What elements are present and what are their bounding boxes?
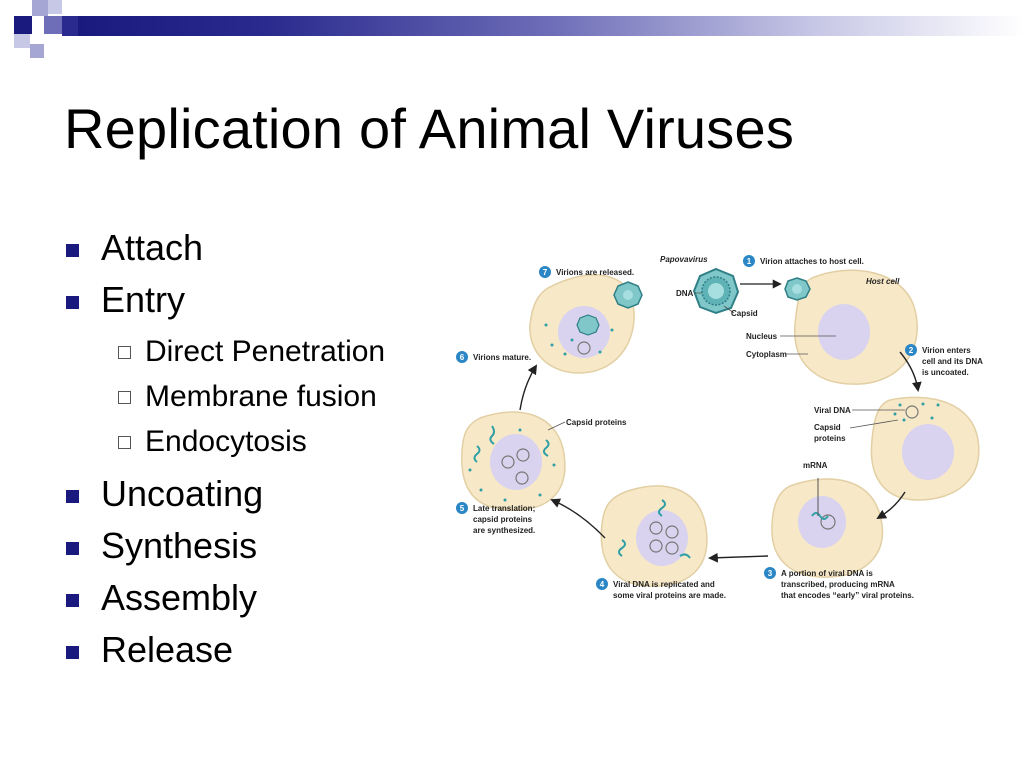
step-badge-icon — [596, 578, 608, 590]
bullet-label: Uncoating — [101, 473, 264, 514]
step-caption: Viral DNA is replicated and — [613, 580, 715, 589]
svg-text:7: 7 — [543, 268, 548, 277]
step-caption: is uncoated. — [922, 368, 969, 377]
step-caption: Virion attaches to host cell. — [760, 257, 864, 266]
hollow-square-icon — [118, 391, 131, 404]
arrow — [708, 552, 769, 563]
sub-bullet-label: Membrane fusion — [145, 380, 377, 413]
mrna-label: mRNA — [803, 461, 828, 470]
bullet-item: Synthesis — [66, 524, 385, 576]
cytoplasm-label: Cytoplasm — [746, 350, 787, 359]
step-7: 7 Virions are released. — [539, 266, 634, 278]
step-caption: transcribed, producing mRNA — [781, 580, 895, 589]
step-caption: capsid proteins — [473, 515, 533, 524]
sub-bullet-item: Endocytosis — [66, 420, 385, 472]
arrow — [876, 491, 906, 519]
capsid-proteins-label: Capsid proteins — [566, 418, 627, 427]
host-cell-5 — [461, 411, 566, 511]
bullet-square-icon — [66, 296, 79, 309]
sub-bullet-label: Direct Penetration — [145, 335, 386, 368]
header-square-light — [30, 44, 44, 58]
bullet-square-icon — [66, 594, 79, 607]
svg-text:5: 5 — [460, 504, 465, 513]
header-square-dark — [62, 16, 78, 36]
svg-text:2: 2 — [909, 346, 914, 355]
header-square-light — [14, 34, 30, 48]
hollow-square-icon — [118, 436, 131, 449]
capsid-label: Capsid — [731, 309, 758, 318]
bullet-square-icon — [66, 244, 79, 257]
step-caption: some viral proteins are made. — [613, 591, 726, 600]
bullet-list: Attach Entry Direct Penetration Membrane… — [66, 226, 385, 680]
arrow — [519, 364, 538, 411]
step-3: 3 A portion of viral DNA is transcribed,… — [764, 567, 914, 600]
sub-bullet-item: Direct Penetration — [66, 330, 385, 375]
bullet-label: Release — [101, 629, 234, 670]
sub-bullet-item: Membrane fusion — [66, 375, 385, 420]
bullet-label: Attach — [101, 227, 204, 268]
bullet-square-icon — [66, 490, 79, 503]
step-caption: are synthesized. — [473, 526, 535, 535]
step-caption: Virions mature. — [473, 353, 531, 362]
virus-name-label: Papovavirus — [660, 255, 708, 264]
header-square-light — [32, 0, 48, 16]
step-caption: Virions are released. — [556, 268, 634, 277]
arrow — [899, 351, 922, 392]
host-cell-label: Host cell — [866, 277, 900, 286]
bullet-item: Uncoating — [66, 472, 385, 524]
step-caption: A portion of viral DNA is — [781, 569, 873, 578]
slide-title: Replication of Animal Viruses — [64, 97, 795, 160]
hollow-square-icon — [118, 346, 131, 359]
step-caption: that encodes “early” viral proteins. — [781, 591, 914, 600]
step-caption: Late translation; — [473, 504, 535, 513]
step-badge-icon — [764, 567, 776, 579]
bullet-label: Entry — [101, 279, 186, 320]
bullet-square-icon — [66, 646, 79, 659]
step-caption: cell and its DNA — [922, 357, 983, 366]
bullet-item: Release — [66, 628, 385, 680]
nucleus-label: Nucleus — [746, 332, 778, 341]
dna-label: DNA — [676, 289, 694, 298]
bullet-item: Entry — [66, 278, 385, 330]
host-cell-3 — [771, 478, 884, 578]
step-badge-icon — [456, 502, 468, 514]
bullet-item: Assembly — [66, 576, 385, 628]
step-badge-icon — [539, 266, 551, 278]
virion-attached-icon — [784, 277, 811, 301]
host-cell-1 — [794, 269, 918, 385]
step-badge-icon — [905, 344, 917, 356]
bullet-label: Assembly — [101, 577, 258, 618]
released-virion-icon — [613, 281, 643, 309]
bullet-label: Synthesis — [101, 525, 258, 566]
sub-bullet-label: Endocytosis — [145, 425, 307, 458]
svg-text:1: 1 — [747, 257, 752, 266]
papovavirus-icon — [692, 267, 740, 315]
viral-dna-label: Viral DNA — [814, 406, 851, 415]
host-cell-6 — [529, 274, 635, 374]
header-gradient-bar — [78, 16, 1024, 36]
step-badge-icon — [456, 351, 468, 363]
step-6: 6 Virions mature. — [456, 351, 531, 363]
step-caption: Virion enters — [922, 346, 971, 355]
bullet-item: Attach — [66, 226, 385, 278]
host-cell-4 — [600, 485, 708, 587]
step-1: 1 Virion attaches to host cell. — [743, 255, 864, 267]
capsid-proteins-label: proteins — [814, 434, 846, 443]
svg-text:3: 3 — [768, 569, 773, 578]
step-4: 4 Viral DNA is replicated and some viral… — [596, 578, 726, 600]
header-square-light — [48, 0, 62, 14]
step-badge-icon — [743, 255, 755, 267]
svg-text:6: 6 — [460, 353, 465, 362]
svg-text:4: 4 — [600, 580, 605, 589]
header-square-mid — [44, 16, 62, 34]
capsid-proteins-label: Capsid — [814, 423, 841, 432]
nucleus-shape — [818, 304, 870, 360]
header-square-dark — [14, 16, 32, 34]
arrow — [550, 498, 606, 539]
bullet-square-icon — [66, 542, 79, 555]
host-cell-2 — [870, 396, 980, 501]
step-2: 2 Virion enters cell and its DNA is unco… — [905, 344, 983, 377]
step-5: 5 Late translation; capsid proteins are … — [456, 502, 535, 535]
